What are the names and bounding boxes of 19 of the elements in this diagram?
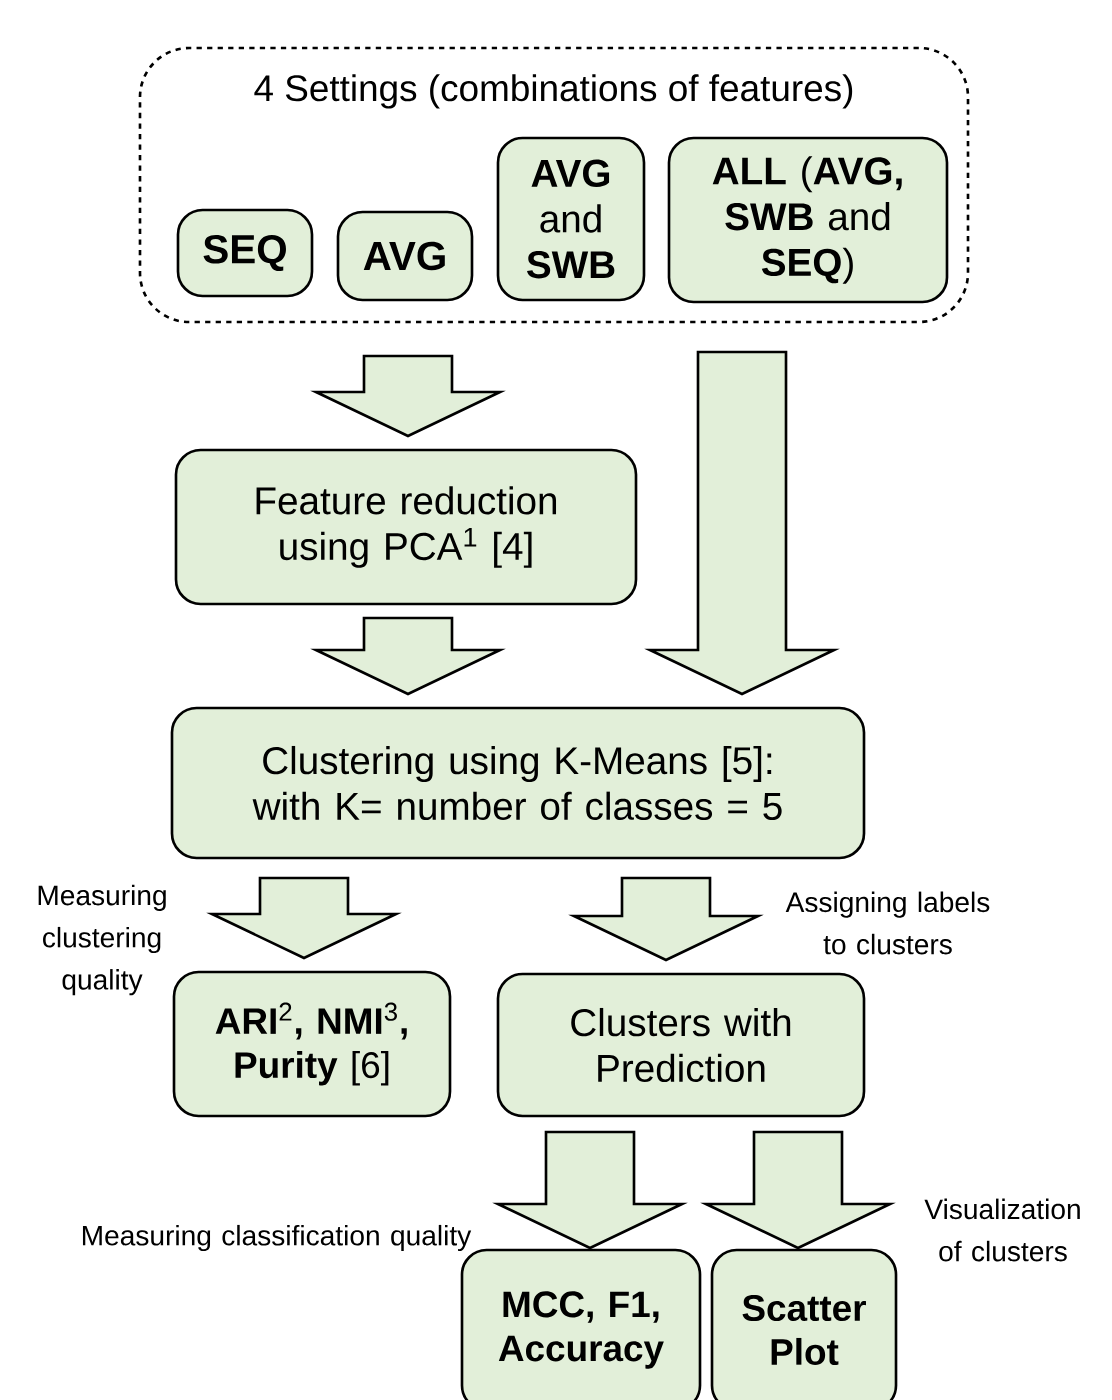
- block-arrow: [206, 876, 402, 960]
- setting-box: ALL (AVG, SWB and SEQ): [667, 136, 949, 304]
- setting-box: AVG: [336, 210, 474, 302]
- edge-label: Visualization of clusters: [924, 1198, 1080, 1262]
- block-arrow: [310, 354, 506, 438]
- process-box: Scatter Plot: [710, 1248, 898, 1400]
- edge-label: Measuring clustering quality: [38, 884, 166, 996]
- edge-label: Assigning labels to clusters: [785, 891, 990, 955]
- process-box: Feature reduction using PCA$^{1}$ [4]: [174, 448, 638, 606]
- block-arrow: [310, 616, 506, 696]
- setting-box: SEQ: [176, 208, 314, 298]
- block-arrow: [492, 1130, 688, 1250]
- block-arrow: [700, 1130, 896, 1250]
- block-arrow: [568, 876, 764, 962]
- setting-box: AVG and SWB: [496, 136, 646, 302]
- process-box: ARI$^{2}$, NMI$^{3}$, Purity [6]: [172, 970, 452, 1118]
- block-arrow: [644, 350, 840, 696]
- process-box: Clustering using K-Means [5]: with K= number of classes = 5: [170, 706, 866, 860]
- process-box: Clusters with Prediction: [496, 972, 866, 1118]
